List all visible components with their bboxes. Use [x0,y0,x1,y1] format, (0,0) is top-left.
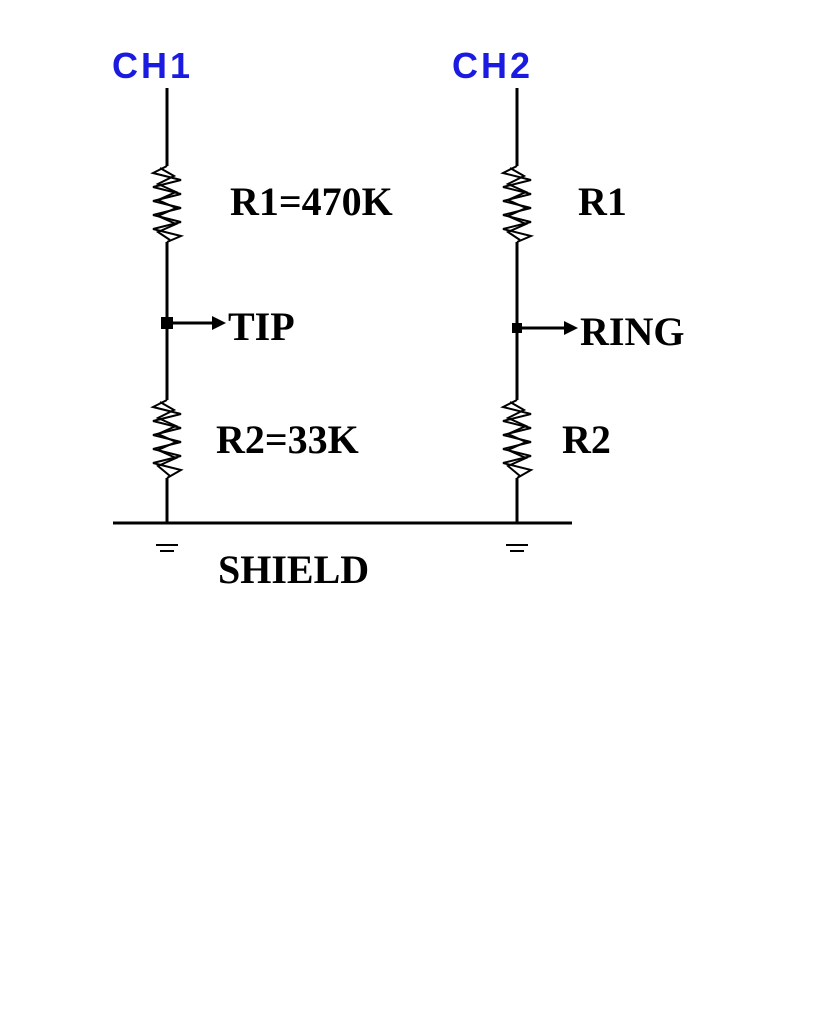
ch2-label: CH2 [452,45,533,86]
shield-label: SHIELD [218,547,369,592]
ch2-r2-label: R2 [562,417,611,462]
ring-label: RING [580,309,684,354]
ch1-r2-label: R2=33K [216,417,359,462]
ch2-ring-arrowhead [564,321,578,335]
ch1-tip-junction [161,317,173,329]
ch1-ground-symbol [156,544,178,552]
tip-label: TIP [228,304,295,349]
ch1-r1-label: R1=470K [230,179,393,224]
ch1-tip-arrowhead [212,316,226,330]
ch2-ring-junction [512,323,522,333]
ch1-label: CH1 [112,45,193,86]
ch2-ground-symbol [506,544,528,552]
ch2-r1-label: R1 [578,179,627,224]
